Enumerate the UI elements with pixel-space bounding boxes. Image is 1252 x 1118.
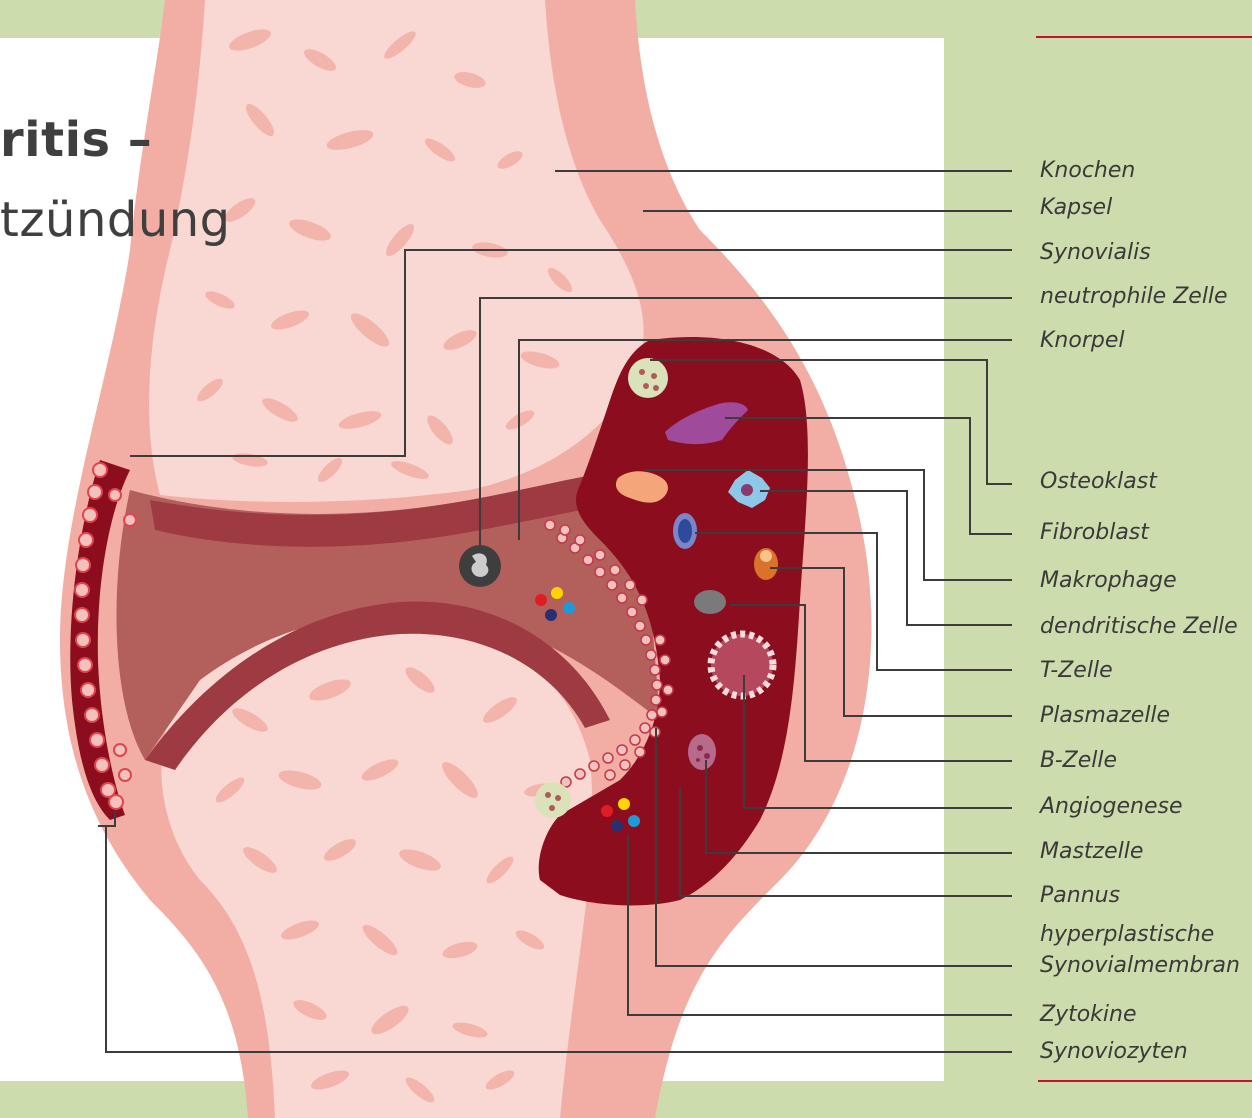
plasma-cell xyxy=(754,548,778,580)
osteoclast-cell xyxy=(628,358,668,398)
neutrophil-cell xyxy=(459,545,501,587)
label-knochen: Knochen xyxy=(1040,158,1135,184)
b-cell xyxy=(694,590,726,614)
label-dendritische-zelle: dendritische Zelle xyxy=(1040,614,1238,640)
label-hyperplastische: hyperplastische xyxy=(1040,922,1214,948)
label-plasmazelle: Plasmazelle xyxy=(1040,703,1170,729)
label-mastzelle: Mastzelle xyxy=(1040,839,1143,865)
mast-cell xyxy=(688,734,716,770)
angiogenesis-vessel xyxy=(711,634,773,696)
label-b-zelle: B-Zelle xyxy=(1040,748,1117,774)
osteoclast-cell-lower xyxy=(535,782,571,818)
label-knorpel: Knorpel xyxy=(1040,328,1125,354)
label-zytokine: Zytokine xyxy=(1040,1002,1137,1028)
label-synovialmembran: Synovialmembran xyxy=(1040,953,1240,979)
label-kapsel: Kapsel xyxy=(1040,195,1112,221)
label-osteoklast: Osteoklast xyxy=(1040,469,1157,495)
label-synoviozyten: Synoviozyten xyxy=(1040,1039,1188,1065)
label-synovialis: Synovialis xyxy=(1040,240,1151,266)
label-pannus: Pannus xyxy=(1040,883,1120,909)
label-angiogenese: Angiogenese xyxy=(1040,794,1183,820)
label-neutrophile-zelle: neutrophile Zelle xyxy=(1040,284,1228,310)
title-line-1: ritis – xyxy=(0,112,152,168)
title-line-2: tzündung xyxy=(0,192,231,248)
label-t-zelle: T-Zelle xyxy=(1040,658,1113,684)
label-fibroblast: Fibroblast xyxy=(1040,520,1149,546)
t-cell xyxy=(673,513,697,549)
label-makrophage: Makrophage xyxy=(1040,568,1177,594)
